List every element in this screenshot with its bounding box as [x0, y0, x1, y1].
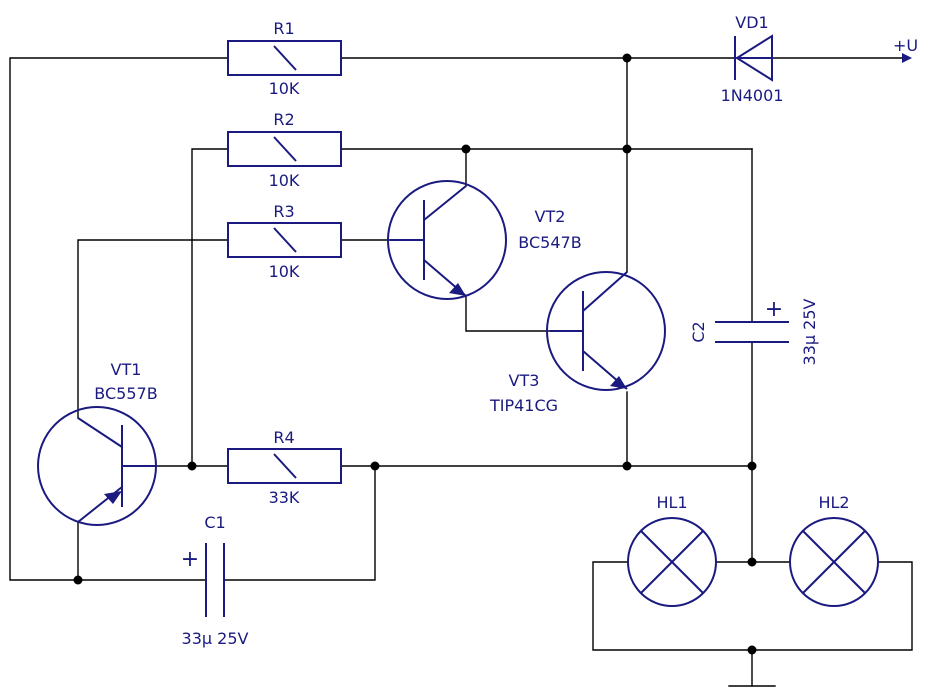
- r3-value: 10K: [269, 262, 300, 281]
- junction: [747, 557, 757, 567]
- resistor-r4: R4 33K: [227, 428, 342, 507]
- c1-ref: C1: [204, 513, 225, 532]
- wire-lamp-loop: [592, 561, 913, 651]
- supply-label: +U: [893, 36, 918, 55]
- junctions: [73, 53, 757, 655]
- lamp-hl2: HL2: [789, 493, 879, 607]
- hl1-ref: HL1: [656, 493, 687, 512]
- wire-r2-left: [191, 148, 229, 467]
- supply-arrow-icon: [902, 53, 912, 63]
- hl2-ref: HL2: [818, 493, 849, 512]
- wire-c1-right: [223, 465, 376, 581]
- wires: [9, 57, 913, 687]
- vt2-ref: VT2: [535, 207, 566, 226]
- supply-terminal: +U: [893, 36, 918, 63]
- junction: [747, 461, 757, 471]
- junction: [622, 53, 632, 63]
- junction: [622, 461, 632, 471]
- c2-ref: C2: [689, 321, 708, 342]
- vt1-value: BC557B: [94, 384, 157, 403]
- vt1-emitter-arrow: [104, 491, 122, 504]
- resistor-r2: R2 10K: [227, 110, 342, 190]
- vt3-value: TIP41CG: [489, 396, 558, 415]
- junction: [370, 461, 380, 471]
- junction: [187, 461, 197, 471]
- junction: [461, 144, 471, 154]
- junction: [73, 575, 83, 585]
- r2-ref: R2: [273, 110, 294, 129]
- r4-ref: R4: [273, 428, 294, 447]
- c1-value: 33µ 25V: [182, 629, 249, 648]
- junction: [747, 645, 757, 655]
- r2-value: 10K: [269, 171, 300, 190]
- wire-left-rail: [9, 57, 229, 581]
- c2-value: 33µ 25V: [800, 298, 819, 365]
- c2-polarity: +: [765, 297, 783, 322]
- resistor-r1: R1 10K: [227, 19, 342, 98]
- wire-vt2-vt3: [465, 295, 551, 332]
- r1-value: 10K: [269, 79, 300, 98]
- vd1-value: 1N4001: [721, 86, 784, 105]
- r4-value: 33K: [269, 488, 300, 507]
- r3-ref: R3: [273, 202, 294, 221]
- vd1-ref: VD1: [735, 13, 768, 32]
- vt1-ref: VT1: [111, 360, 142, 379]
- c1-polarity: +: [181, 547, 199, 572]
- capacitor-c1: + C1 33µ 25V: [181, 513, 249, 648]
- transistor-vt2: VT2 BC547B: [387, 180, 582, 300]
- lamp-hl1: HL1: [627, 493, 717, 607]
- vt3-emitter-arrow: [610, 376, 627, 389]
- resistor-r3: R3 10K: [227, 202, 342, 281]
- wire-r3-left: [77, 239, 229, 419]
- junction: [622, 144, 632, 154]
- capacitor-c2: + C2 33µ 25V: [689, 297, 819, 365]
- transistor-vt1: VT1 BC557B: [37, 360, 158, 526]
- vt2-value: BC547B: [518, 233, 581, 252]
- transistor-vt3: VT3 TIP41CG: [489, 271, 666, 415]
- r1-ref: R1: [273, 19, 294, 38]
- vt3-ref: VT3: [509, 371, 540, 390]
- vt2-emitter-arrow: [449, 283, 466, 296]
- diode-vd1: VD1 1N4001: [721, 13, 784, 105]
